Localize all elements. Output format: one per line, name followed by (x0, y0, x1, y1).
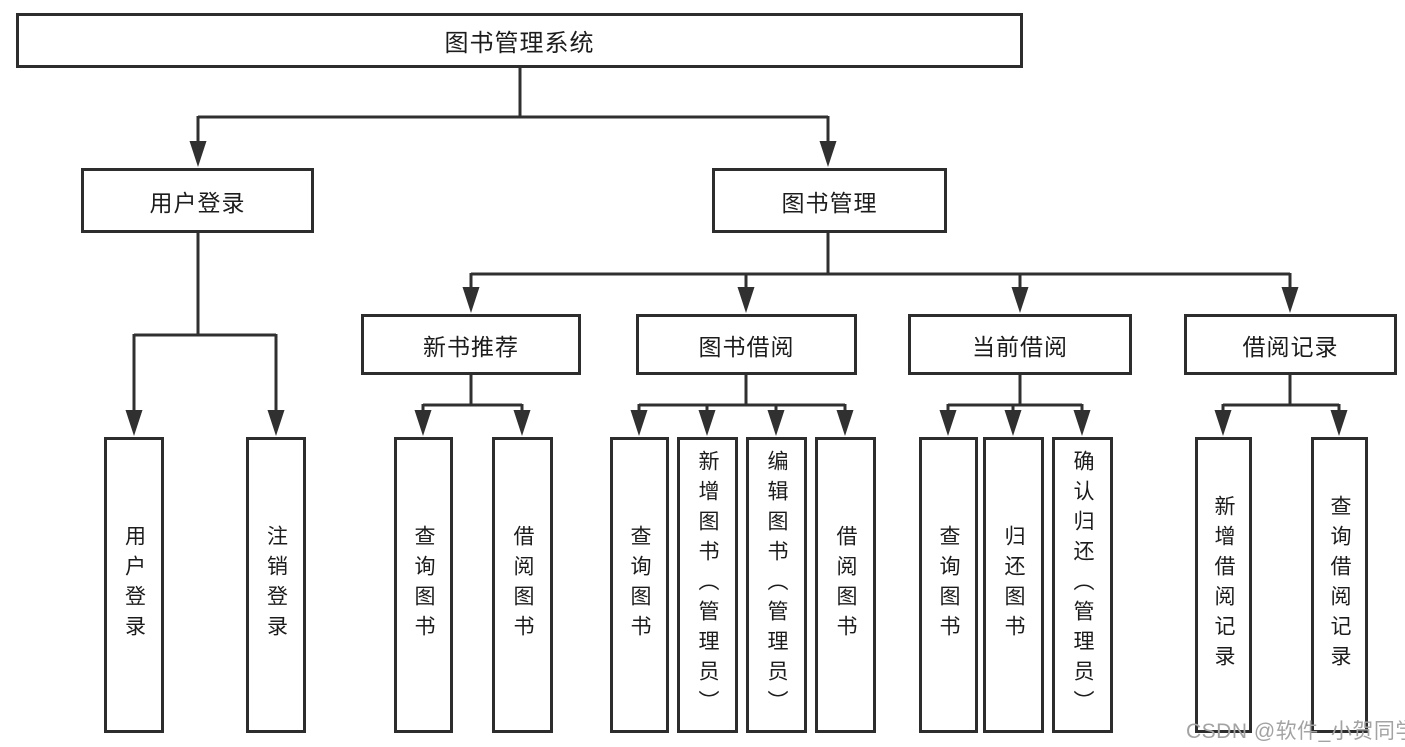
leaf-borrowing-edit-books-admin: 编辑图书（管理员） (746, 437, 807, 733)
leaf-label: 编辑图书（管理员） (765, 450, 788, 720)
leaf-label: 新增借阅记录 (1212, 495, 1235, 675)
leaf-label: 用户登录 (122, 525, 146, 645)
node-user-login: 用户登录 (81, 168, 314, 233)
leaf-label: 注销登录 (264, 525, 288, 645)
leaf-label: 归还图书 (1002, 525, 1025, 645)
leaf-label: 查询图书 (937, 525, 960, 645)
node-library-system: 图书管理系统 (16, 13, 1023, 68)
leaf-borrowing-borrow-books: 借阅图书 (815, 437, 876, 733)
node-new-book-recommend: 新书推荐 (361, 314, 581, 375)
leaf-borrowing-add-books-admin: 新增图书（管理员） (677, 437, 738, 733)
node-book-borrowing: 图书借阅 (636, 314, 857, 375)
node-current-borrowing: 当前借阅 (908, 314, 1132, 375)
leaf-label: 查询借阅记录 (1328, 495, 1351, 675)
node-borrow-records: 借阅记录 (1184, 314, 1397, 375)
leaf-recommend-query-books: 查询图书 (394, 437, 453, 733)
leaf-current-confirm-return-admin: 确认归还（管理员） (1052, 437, 1113, 733)
leaf-recommend-borrow-books: 借阅图书 (492, 437, 553, 733)
leaf-label: 新增图书（管理员） (696, 450, 719, 720)
leaf-borrowing-query-books: 查询图书 (610, 437, 669, 733)
node-book-management: 图书管理 (712, 168, 947, 233)
leaf-label: 查询图书 (628, 525, 651, 645)
leaf-records-add-record: 新增借阅记录 (1195, 437, 1252, 733)
leaf-current-query-books: 查询图书 (919, 437, 978, 733)
leaf-records-query-record: 查询借阅记录 (1311, 437, 1368, 733)
leaf-user-login: 用户登录 (104, 437, 164, 733)
leaf-label: 借阅图书 (834, 525, 857, 645)
leaf-current-return-books: 归还图书 (983, 437, 1044, 733)
leaf-logout: 注销登录 (246, 437, 306, 733)
csdn-watermark: CSDN @软件_小贺同学 (1186, 720, 1405, 743)
leaf-label: 确认归还（管理员） (1071, 450, 1094, 720)
leaf-label: 查询图书 (412, 525, 435, 645)
leaf-label: 借阅图书 (511, 525, 534, 645)
